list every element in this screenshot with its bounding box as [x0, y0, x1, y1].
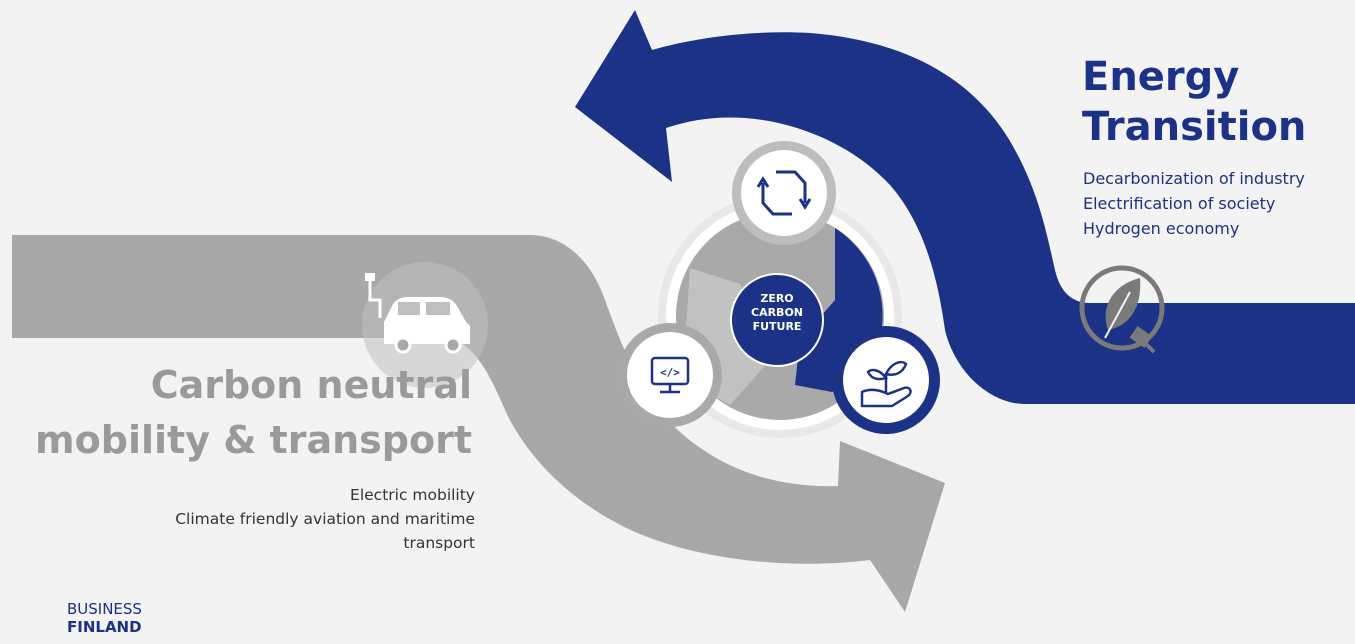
electric-car-icon	[362, 262, 488, 388]
zero-carbon-circle	[730, 273, 824, 367]
cn-title-line2: mobility & transport	[35, 418, 472, 462]
energy-transition-items: Decarbonization of industry Electrificat…	[1083, 166, 1355, 241]
center-line3: FUTURE	[753, 320, 802, 333]
list-item: transport	[403, 534, 475, 552]
center-line2: CARBON	[751, 306, 803, 319]
leaf-plug-icon	[1079, 265, 1165, 354]
et-title-line1: Energy	[1082, 54, 1240, 100]
et-title-line2: Transition	[1082, 104, 1307, 150]
list-item: Electrification of society	[1083, 194, 1276, 213]
carbon-neutral-title: Carbon neutral mobility & transport	[0, 358, 472, 468]
list-item: Hydrogen economy	[1083, 219, 1240, 238]
business-finland-logo: BUSINESS FINLAND	[67, 600, 142, 636]
list-item: Climate friendly aviation and maritime	[175, 510, 475, 528]
list-item: Decarbonization of industry	[1083, 169, 1305, 188]
code-monitor-icon: </>	[618, 323, 722, 427]
carbon-neutral-arrow	[12, 235, 945, 612]
brand-line2: FINLAND	[67, 618, 142, 636]
center-line1: ZERO	[760, 292, 793, 305]
plant-hand-icon	[832, 326, 940, 434]
refresh-cycle-icon	[732, 141, 836, 245]
brand-line1: BUSINESS	[67, 600, 142, 618]
svg-text:</>: </>	[660, 366, 680, 379]
cn-title-line1: Carbon neutral	[150, 363, 472, 407]
energy-transition-title: Energy Transition	[1082, 52, 1352, 152]
carbon-neutral-items: Electric mobility Climate friendly aviat…	[40, 483, 475, 555]
list-item: Electric mobility	[350, 486, 475, 504]
